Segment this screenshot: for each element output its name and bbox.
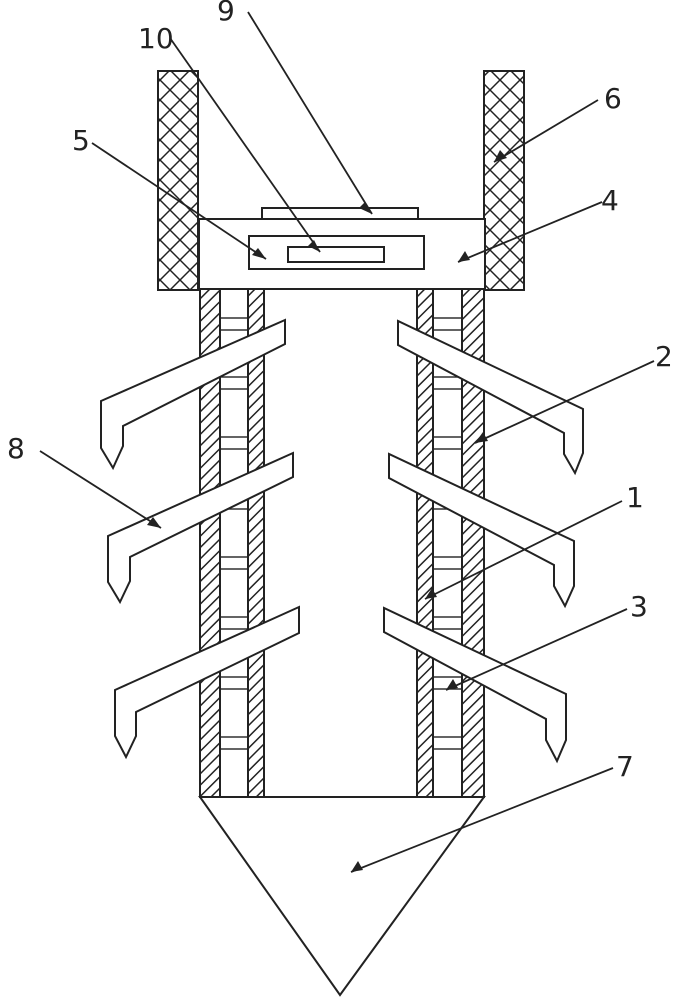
bottom-cone-7 [200,797,484,995]
label-9: 9 [217,0,235,27]
label-10: 10 [138,22,174,55]
label-8: 8 [7,432,25,465]
inner-slot-10 [288,247,384,262]
label-1: 1 [626,481,644,514]
label-2: 2 [655,340,673,373]
label-5: 5 [72,124,90,157]
right-inner-wall [417,289,433,797]
top-plate-9 [262,208,418,219]
label-7: 7 [616,750,634,783]
left-inner-wall [248,289,264,797]
label-4: 4 [601,184,619,217]
left-top-post [158,71,198,290]
label-3: 3 [630,590,648,623]
label-6: 6 [604,82,622,115]
right-top-post [484,71,524,290]
